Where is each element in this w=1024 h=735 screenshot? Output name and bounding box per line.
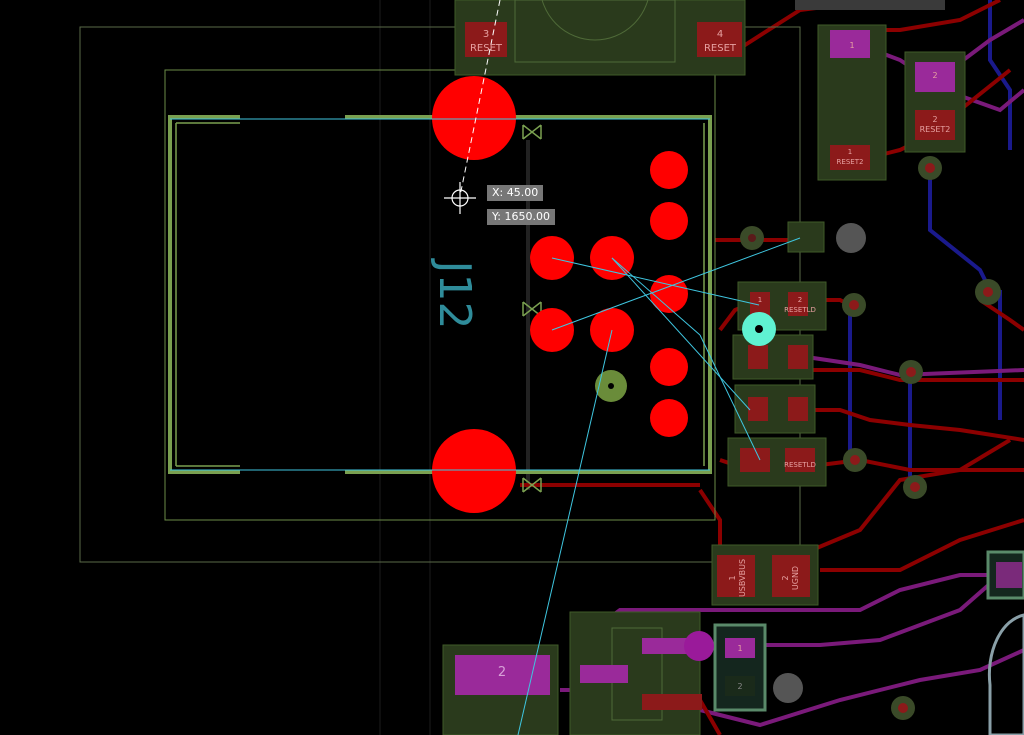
component-designator: J12 (429, 258, 480, 330)
pad-num: 1 (728, 575, 737, 580)
ratsnest-lines (170, 118, 801, 735)
pad-net: RESETLD (784, 461, 816, 469)
pad-net: RESET (470, 43, 503, 54)
pad-net: RESETLD (784, 306, 816, 314)
measure-line (459, 0, 501, 197)
crosshair-cursor-icon (444, 182, 476, 214)
pad-num: 1 (849, 41, 854, 50)
pad-num: 2 (798, 296, 802, 304)
pad-num: 4 (717, 29, 723, 40)
j12-silkscreen (168, 115, 712, 474)
pad-net: RESET (704, 43, 737, 54)
pad-num: 1 (758, 296, 762, 304)
pad-num: 2 (781, 575, 790, 580)
pad-net: USBVBUS (738, 559, 747, 597)
vias (684, 156, 1001, 720)
cursor-y-readout: Y: 1650.00 (487, 209, 555, 225)
special-vias (595, 312, 776, 402)
pad-num: 2 (498, 665, 506, 680)
mounting-markers (522, 124, 542, 493)
pad-num: 1 (848, 148, 852, 156)
pad-num: 1 (737, 644, 742, 653)
mount-hole-bottom (432, 429, 516, 513)
pad-labels: 3 RESET 4 RESET 1 2 2 RESET2 1 RESET2 1 … (470, 29, 950, 691)
pad-num: 2 (932, 115, 937, 124)
cursor-x-readout: X: 45.00 (487, 185, 544, 201)
pad-net: RESET2 (920, 125, 951, 134)
pad-net: UGND (791, 566, 800, 590)
pad-num: 2 (932, 71, 937, 80)
pad-net: RESET2 (837, 158, 864, 166)
mount-hole-top (432, 76, 516, 160)
pad-num: 3 (483, 29, 489, 40)
pad-num: 2 (737, 682, 742, 691)
